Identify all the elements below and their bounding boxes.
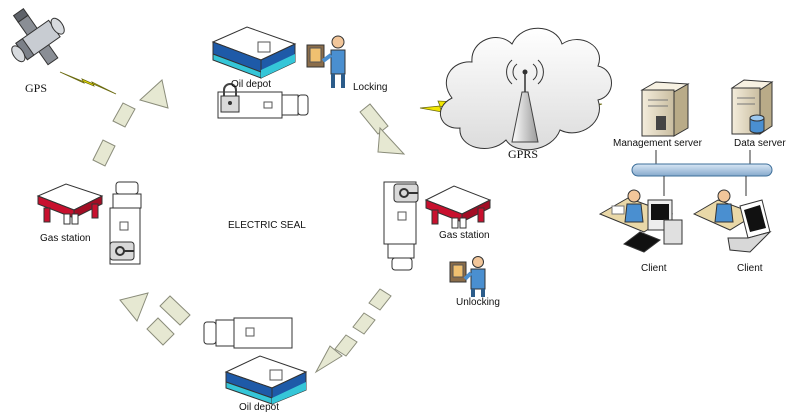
- person-icon: [306, 35, 346, 88]
- server-icon: [640, 81, 690, 137]
- gps-label: GPS: [25, 81, 48, 95]
- laptop-icon: [692, 189, 772, 253]
- gas-station-left-label: Gas station: [40, 233, 91, 244]
- padlock-icon: [109, 241, 135, 261]
- oil-depot-icon: [211, 26, 297, 79]
- padlock-icon: [393, 183, 419, 203]
- unlocking-label: Unlocking: [456, 297, 500, 308]
- arrow-left-up: [92, 79, 169, 167]
- data-server-label: Data server: [734, 138, 786, 149]
- oil-depot-top-label: Oil depot: [231, 79, 272, 90]
- gas-station-icon: [424, 185, 492, 229]
- arrow-right-down: [314, 288, 392, 374]
- lightning-icon: [59, 71, 117, 95]
- client-left-label: Client: [641, 263, 667, 274]
- oil-depot-icon: [224, 355, 308, 405]
- truck-icon: [383, 181, 417, 271]
- oil-depot-bottom-label: Oil depot: [239, 402, 280, 413]
- truck-icon: [203, 317, 293, 349]
- management-server-label: Management server: [613, 138, 702, 149]
- gas-station-mid-label: Gas station: [439, 230, 490, 241]
- gprs-label: GPRS: [508, 147, 539, 161]
- arrow-top-down: [359, 103, 406, 155]
- flow-arrows: [92, 79, 406, 374]
- electric-seal-label: ELECTRIC SEAL: [228, 220, 306, 231]
- gps-satellite-icon: [11, 8, 65, 66]
- database-icon: [749, 114, 765, 134]
- network-bar: [631, 150, 773, 196]
- antenna-tower-icon: [506, 59, 544, 143]
- cloud-icon: [440, 27, 612, 151]
- workstation-icon: [598, 189, 683, 253]
- arrow-bottom-up: [119, 292, 191, 346]
- padlock-icon: [220, 83, 240, 113]
- gas-station-icon: [36, 183, 104, 225]
- locking-label: Locking: [353, 82, 388, 93]
- client-right-label: Client: [737, 263, 763, 274]
- person-icon: [449, 256, 486, 297]
